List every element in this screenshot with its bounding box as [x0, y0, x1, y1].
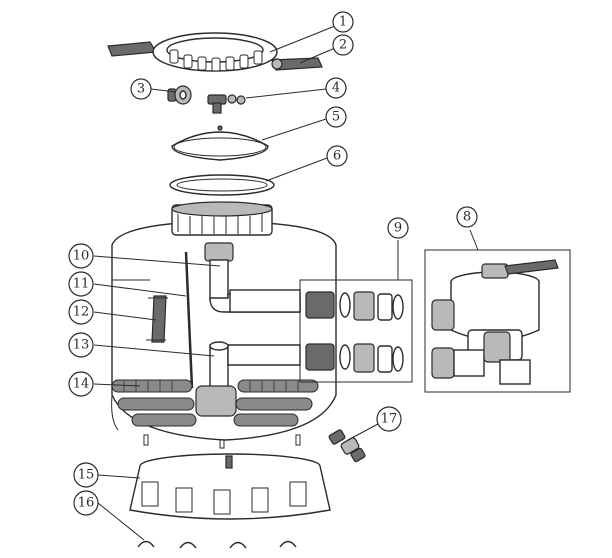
part-6-o-ring — [169, 174, 275, 196]
callout-3: 3 — [130, 78, 152, 100]
svg-text:5: 5 — [332, 110, 340, 125]
callout-11: 11 — [68, 271, 94, 297]
svg-text:14: 14 — [73, 377, 90, 392]
part-1-lock-ring — [107, 32, 278, 72]
callout-17: 17 — [376, 406, 402, 432]
part-16-clips — [137, 540, 297, 549]
svg-text:6: 6 — [333, 149, 341, 164]
part-3-pressure-gauge — [167, 85, 192, 105]
callout-6: 6 — [326, 145, 348, 167]
part-4-air-relief-valve — [207, 94, 246, 114]
part-17-drain-plug — [328, 429, 366, 463]
svg-text:11: 11 — [73, 277, 90, 292]
svg-text:8: 8 — [463, 210, 471, 225]
callout-8: 8 — [456, 206, 478, 228]
svg-text:16: 16 — [78, 496, 95, 511]
part-5-lid — [171, 125, 269, 161]
callouts: 1 2 3 4 5 6 8 9 10 11 12 13 14 15 16 17 — [68, 11, 478, 516]
svg-text:12: 12 — [73, 305, 90, 320]
part-13-internal-pipe-lower — [209, 341, 301, 391]
callout-2: 2 — [332, 34, 354, 56]
svg-text:17: 17 — [381, 412, 398, 427]
part-14-laterals — [111, 379, 319, 427]
callout-5: 5 — [325, 106, 347, 128]
part-9-union-fittings — [299, 279, 413, 383]
callout-15: 15 — [73, 462, 99, 488]
svg-text:13: 13 — [73, 338, 90, 353]
callout-10: 10 — [68, 243, 94, 269]
callout-9: 9 — [387, 217, 409, 239]
callout-16: 16 — [73, 490, 99, 516]
part-11-vent-tube — [184, 251, 194, 389]
svg-text:10: 10 — [73, 249, 90, 264]
part-10-internal-pipe-upper — [204, 242, 301, 313]
svg-text:9: 9 — [394, 221, 402, 236]
leader-lines — [93, 25, 479, 541]
svg-text:2: 2 — [339, 38, 347, 53]
part-2-handle — [271, 57, 323, 71]
part-8-multiport-valve — [424, 249, 571, 393]
part-15-base — [129, 453, 331, 520]
callout-4: 4 — [325, 77, 347, 99]
svg-text:1: 1 — [339, 15, 347, 30]
svg-text:3: 3 — [137, 82, 145, 97]
svg-text:4: 4 — [332, 81, 340, 96]
part-12-bracket — [146, 295, 168, 343]
callout-12: 12 — [68, 299, 94, 325]
callout-13: 13 — [68, 332, 94, 358]
callout-14: 14 — [68, 371, 94, 397]
callout-1: 1 — [332, 11, 354, 33]
svg-text:15: 15 — [78, 468, 95, 483]
